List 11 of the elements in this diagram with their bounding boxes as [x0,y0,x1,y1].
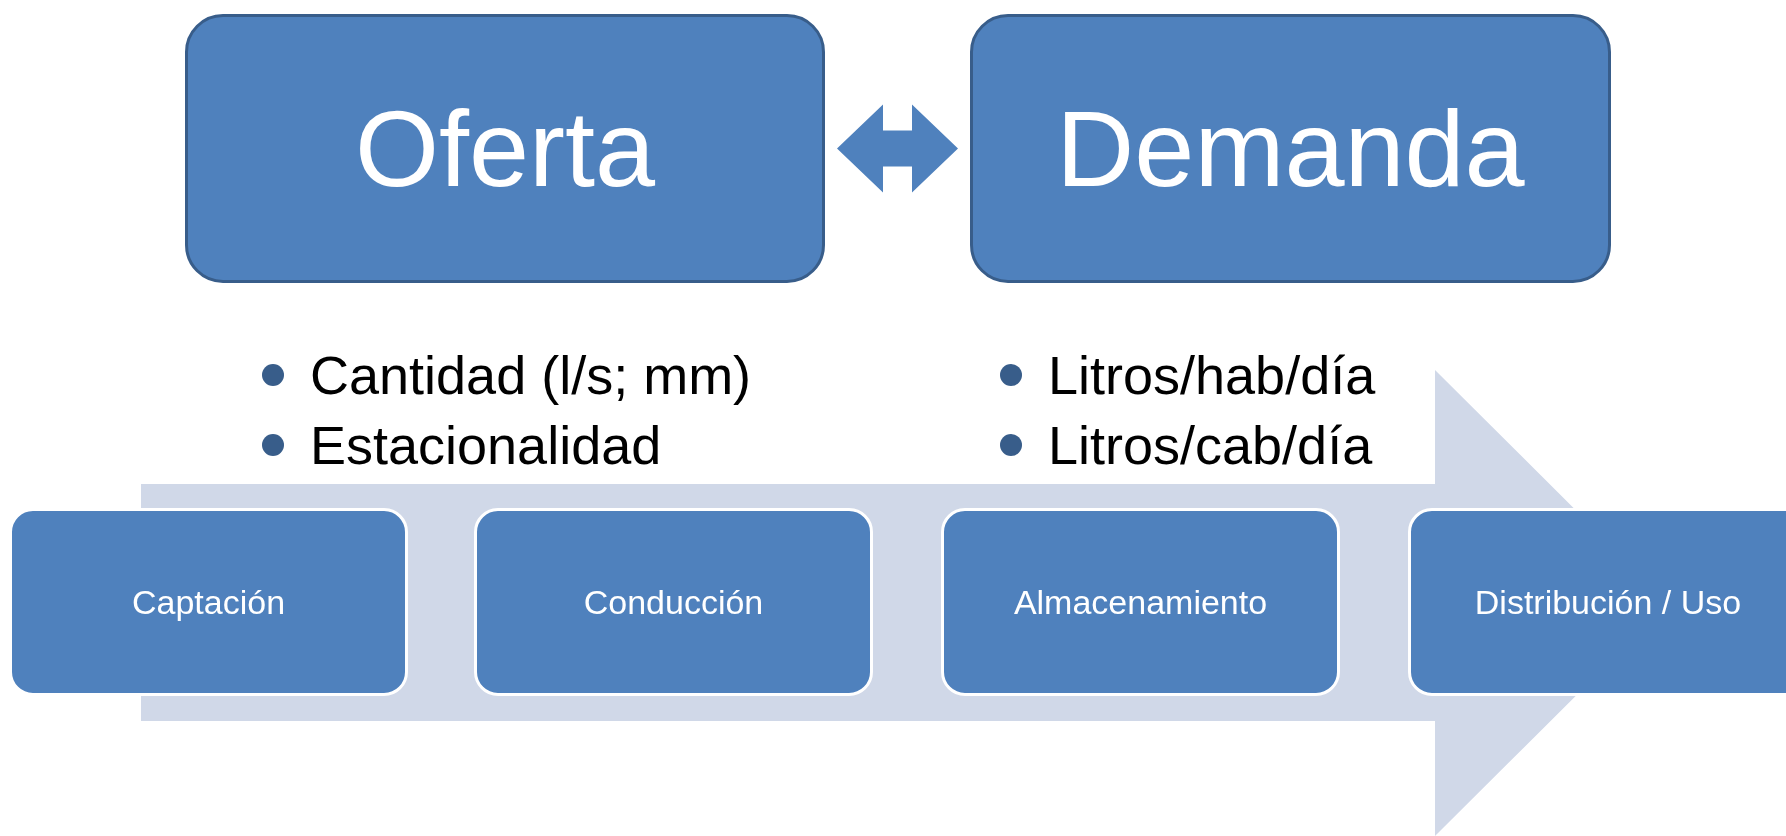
bullet-text: Litros/cab/día [1048,414,1373,477]
concept-box: Oferta [185,14,825,283]
process-box: Almacenamiento [941,508,1340,696]
process-box: Conducción [474,508,873,696]
process-box: Distribución / Uso [1408,508,1786,696]
bullet-text: Cantidad (l/s; mm) [310,344,752,407]
process-box: Captación [9,508,408,696]
concept-box: Demanda [970,14,1611,283]
bullet-text: Litros/hab/día [1048,344,1376,407]
double-arrow [837,104,958,193]
bullet-text: Estacionalidad [310,414,662,477]
